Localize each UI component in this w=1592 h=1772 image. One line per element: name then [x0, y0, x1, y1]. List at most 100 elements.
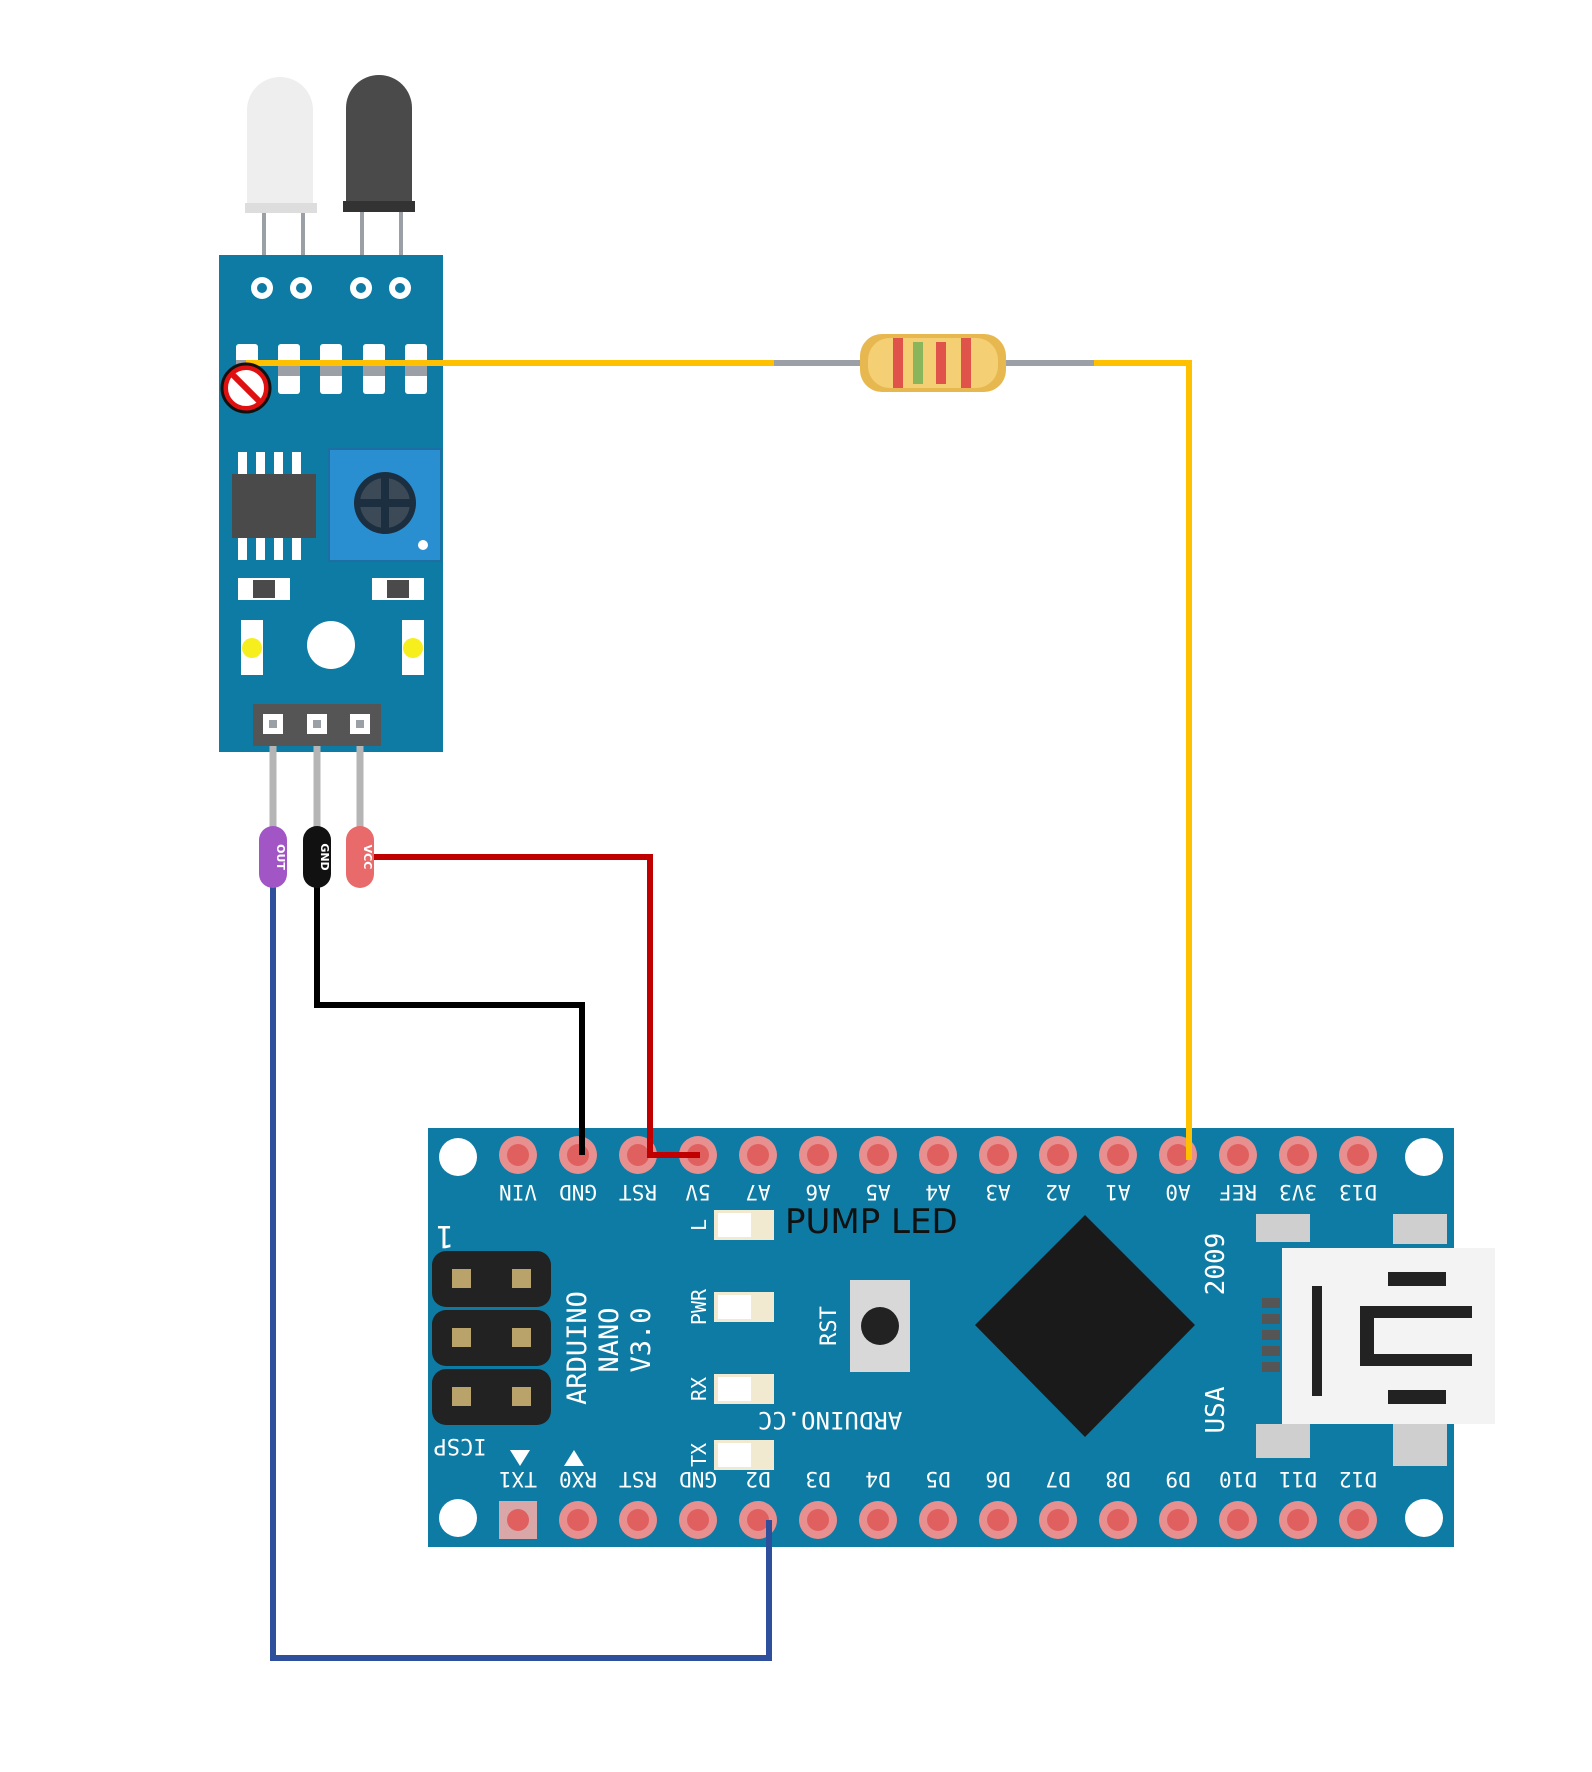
pump-led-annotation: PUMP LED: [785, 1202, 958, 1242]
pin-label: 5V: [685, 1180, 711, 1204]
potentiometer-icon: [328, 448, 442, 562]
pin-hole: [687, 1509, 709, 1531]
pin-label: D6: [985, 1467, 1010, 1491]
pin-label: D2: [745, 1467, 770, 1491]
led-label-rx: RX: [687, 1377, 711, 1401]
pin-label: D7: [1045, 1467, 1070, 1491]
pin-label: VIN: [499, 1180, 537, 1204]
pin-label: D11: [1279, 1467, 1317, 1491]
pin-hole: [1227, 1144, 1249, 1166]
pin-label: RST: [619, 1180, 657, 1204]
bottom-pin-row: TX1 RX0 RST GND D2 D3 D4 D5 D6 D7 D8 D9 D10 D11 D12: [499, 1467, 1377, 1539]
pin-hole: [1107, 1144, 1129, 1166]
model-line-3: V3.0: [626, 1307, 657, 1372]
status-leds: L PWR RX TX: [687, 1210, 774, 1470]
comparator-chip: [232, 452, 316, 560]
pin-hole: [507, 1144, 529, 1166]
photodiode-icon: [343, 75, 415, 282]
pin-label: D9: [1165, 1467, 1190, 1491]
pin-label: REF: [1219, 1180, 1257, 1204]
pin-label: GND: [559, 1180, 597, 1204]
pin-label: 3V3: [1279, 1180, 1317, 1204]
flame-sensor-module: [219, 75, 443, 830]
pin-hole: [867, 1509, 889, 1531]
tag-vcc: VCC: [361, 845, 374, 870]
pin-label: A5: [865, 1180, 890, 1204]
brand-label: ARDUINO.CC: [758, 1406, 903, 1434]
country-label: USA: [1201, 1386, 1231, 1433]
model-line-2: NANO: [594, 1307, 625, 1372]
pin-label: D8: [1105, 1467, 1130, 1491]
pin-hole: [867, 1144, 889, 1166]
model-text: ARDUINO NANO V3.0: [562, 1291, 657, 1405]
pin-hole: [747, 1509, 769, 1531]
no-symbol-icon: [220, 362, 272, 414]
pin-label: A7: [745, 1180, 770, 1204]
pin-label: D13: [1339, 1180, 1377, 1204]
pin-label: A0: [1165, 1180, 1190, 1204]
rx-triangle-icon: [564, 1450, 584, 1466]
icsp-header: 1 ICSP: [432, 1218, 551, 1458]
pin-hole: [1167, 1144, 1189, 1166]
vcc-wire[interactable]: [360, 854, 700, 1158]
pin-hole: [1287, 1509, 1309, 1531]
pin-hole: [567, 1144, 589, 1166]
pin-hole: [1047, 1144, 1069, 1166]
year-label: 2009: [1201, 1233, 1231, 1296]
pin-hole: [567, 1509, 589, 1531]
pin-hole: [807, 1509, 829, 1531]
icsp-label: ICSP: [434, 1433, 487, 1458]
wires: [246, 360, 1192, 1661]
out-wire[interactable]: [270, 862, 772, 1661]
pin-hole: [507, 1509, 529, 1531]
pin-hole: [927, 1509, 949, 1531]
pin-hole: [927, 1144, 949, 1166]
gnd-wire[interactable]: [314, 857, 585, 1155]
reset-label: RST: [817, 1306, 842, 1346]
icsp-pin1-label: 1: [436, 1218, 454, 1253]
pin-label: D3: [805, 1467, 830, 1491]
pin-hole: [1107, 1509, 1129, 1531]
led-label-pwr: PWR: [687, 1288, 711, 1325]
pin-hole: [627, 1144, 649, 1166]
pin-label: D5: [925, 1467, 950, 1491]
pin-label: A2: [1045, 1180, 1070, 1204]
pin-label: A3: [985, 1180, 1010, 1204]
reset-button[interactable]: RST: [817, 1280, 910, 1372]
pin-label: A6: [805, 1180, 830, 1204]
pin-label: D4: [865, 1467, 890, 1491]
pin-hole: [1347, 1144, 1369, 1166]
pin-label: A4: [925, 1180, 950, 1204]
pin-hole: [1347, 1509, 1369, 1531]
usb-port-icon: [1256, 1214, 1495, 1466]
jumper-tags: OUT GND VCC: [259, 826, 374, 888]
pin-label: TX1: [499, 1467, 537, 1491]
tag-out: OUT: [274, 844, 287, 870]
pin-label: RX0: [559, 1467, 597, 1491]
pin-hole: [987, 1144, 1009, 1166]
tag-gnd: GND: [318, 843, 331, 870]
pin-hole: [1167, 1509, 1189, 1531]
model-line-1: ARDUINO: [562, 1291, 593, 1405]
sensor-pin-header: [253, 704, 381, 746]
led-label-tx: TX: [687, 1443, 711, 1467]
resistor: [860, 334, 1006, 392]
pin-hole: [1047, 1509, 1069, 1531]
pin-hole: [1287, 1144, 1309, 1166]
pin-label: A1: [1105, 1180, 1130, 1204]
pin-label: GND: [679, 1467, 717, 1491]
pin-label: D12: [1339, 1467, 1377, 1491]
pin-label: D10: [1219, 1467, 1257, 1491]
pin-hole: [747, 1144, 769, 1166]
pin-hole: [627, 1509, 649, 1531]
led-label-l: L: [687, 1219, 711, 1231]
tx-triangle-icon: [510, 1450, 530, 1466]
pin-label: RST: [619, 1467, 657, 1491]
signal-wire-right: [1094, 360, 1192, 1160]
pin-hole: [987, 1509, 1009, 1531]
pin-hole: [1227, 1509, 1249, 1531]
pin-hole: [807, 1144, 829, 1166]
ir-led-icon: [245, 77, 317, 282]
